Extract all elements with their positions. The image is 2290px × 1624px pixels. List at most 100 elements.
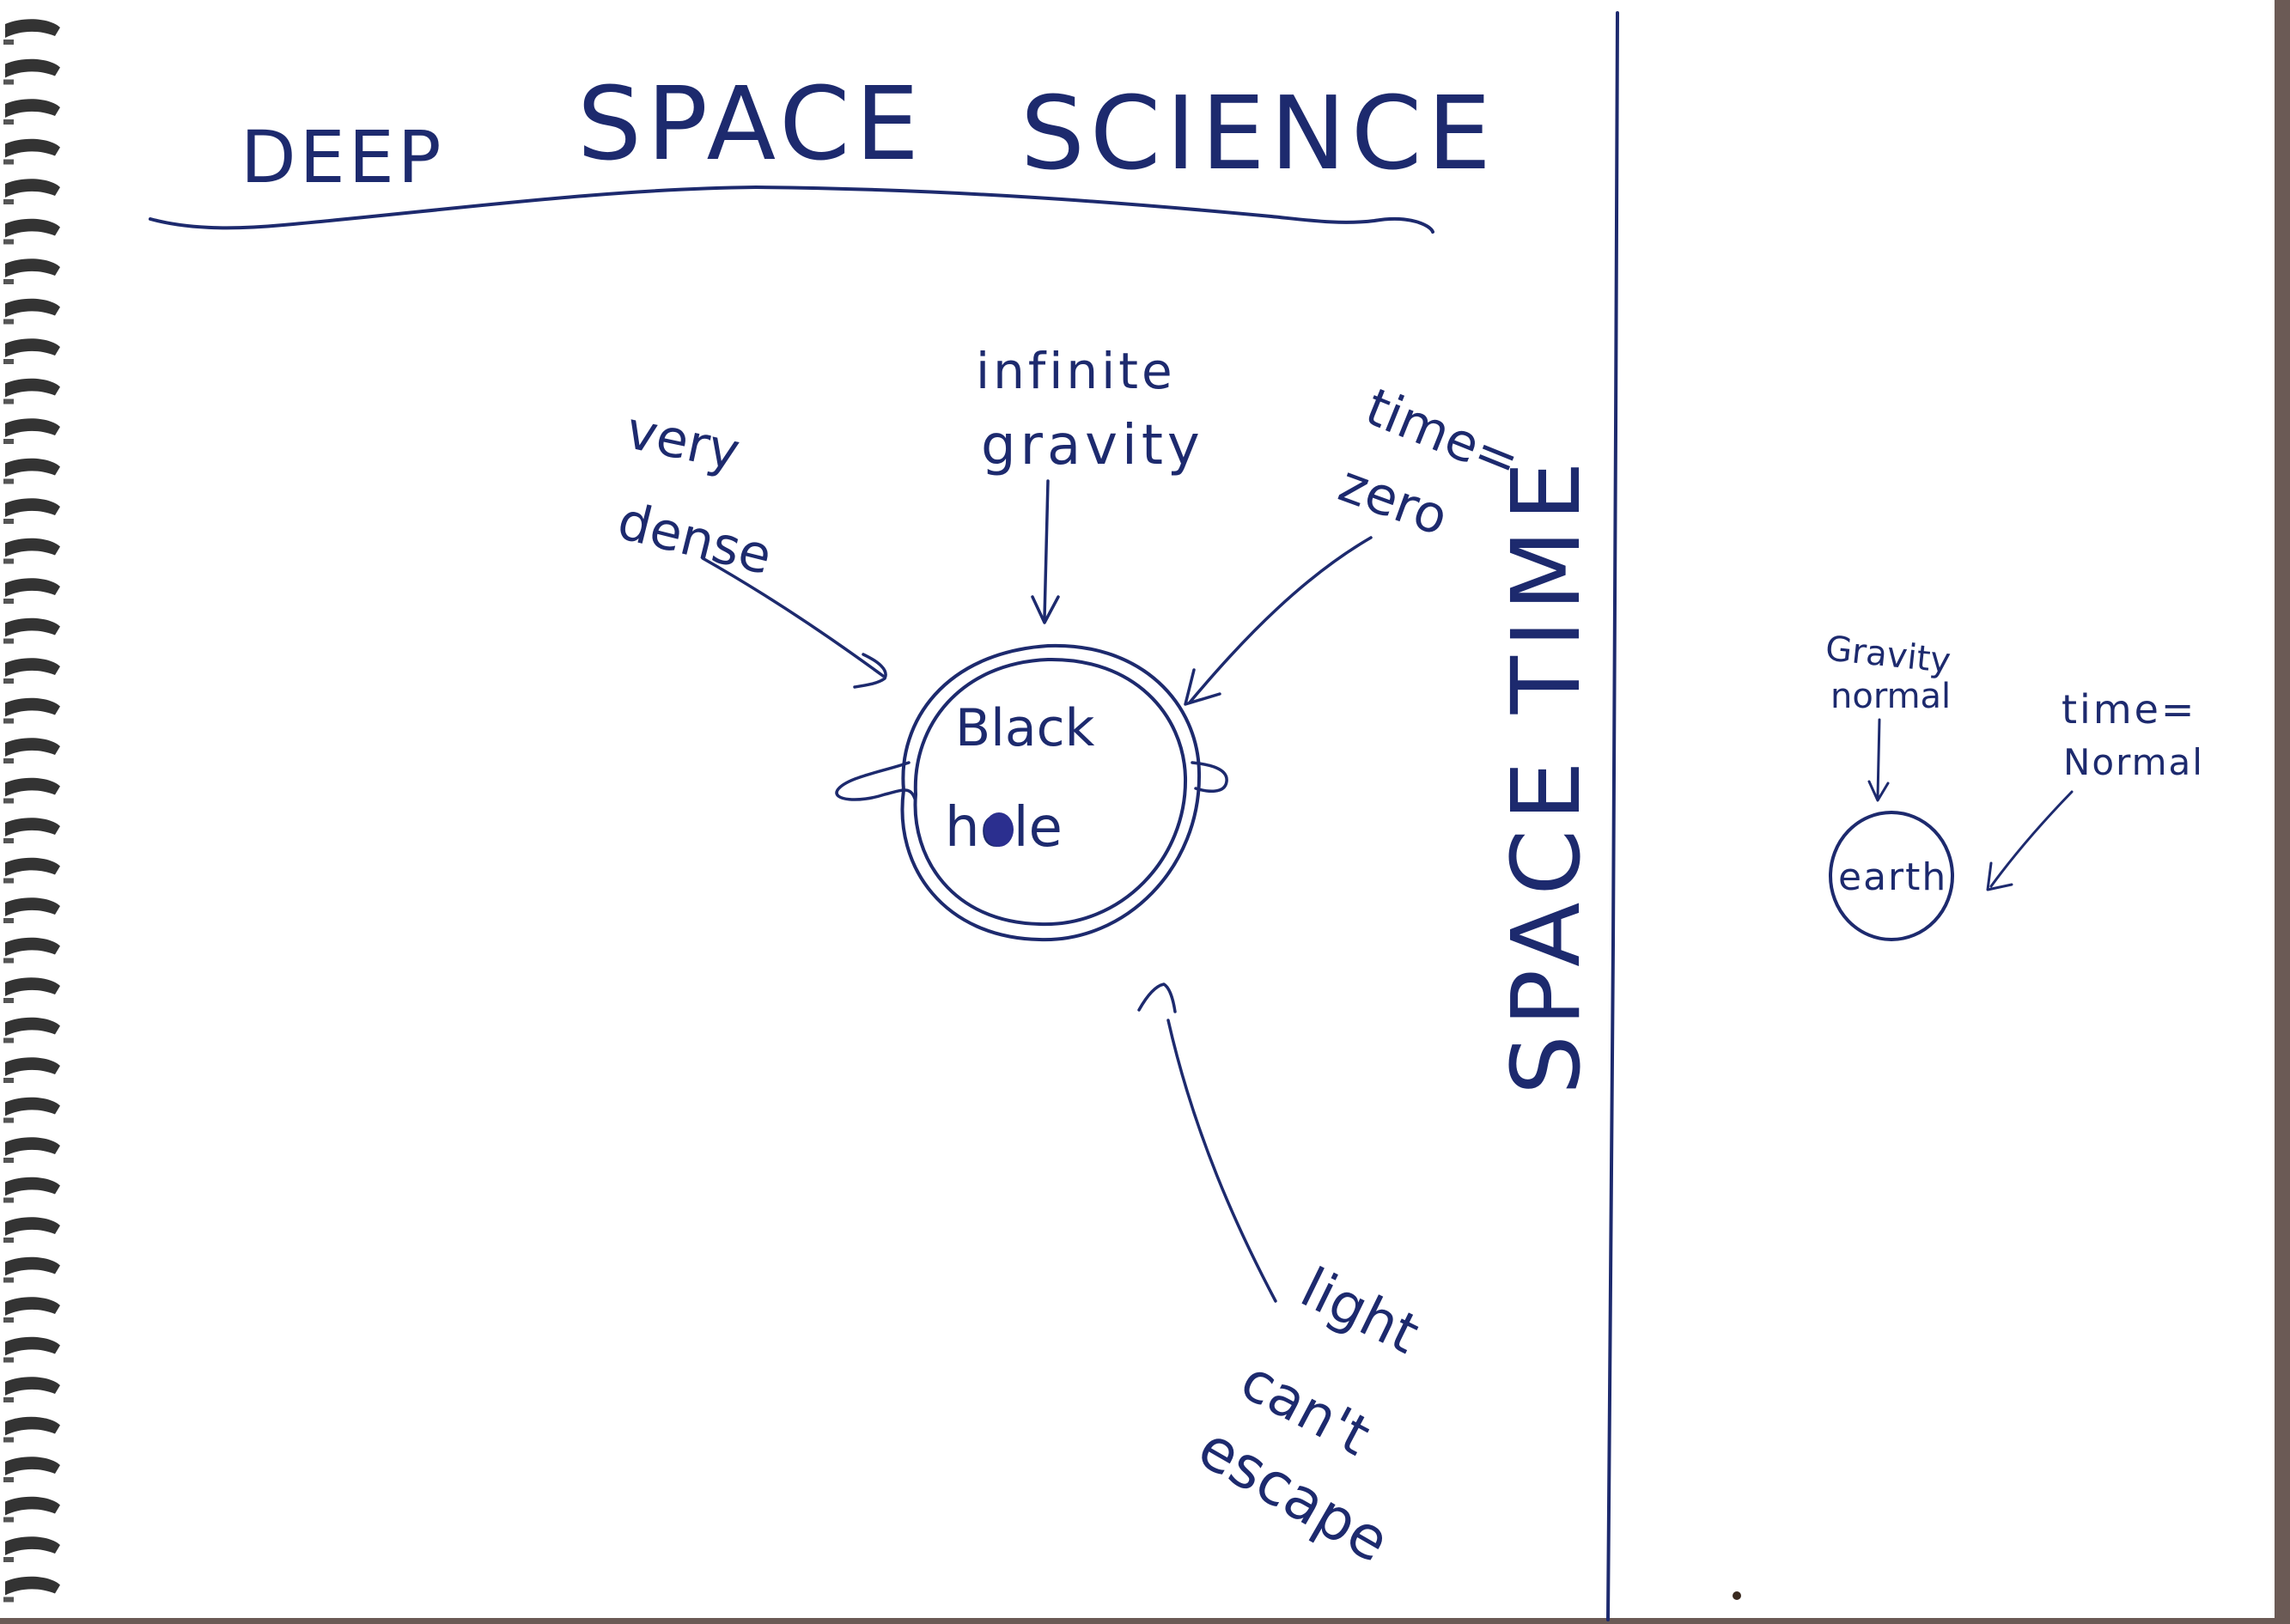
spiral-ring [5,99,60,118]
spiral-hole [3,958,14,964]
spiral-hole [3,838,14,843]
earth-label: earth [1838,855,1947,899]
spiral-hole [3,678,14,684]
earth-diagram: Gravity normal earth time= Normal [1824,629,2204,941]
spiral-hole [3,398,14,404]
spiral-ring [5,1057,60,1076]
spiral-ring [5,1457,60,1475]
spiral-ring [5,138,60,158]
spiral-ring [5,338,60,357]
ink-speck [1733,1591,1741,1600]
spiral-ring [5,1297,60,1316]
spiral-ring [5,179,60,198]
spiral-hole [3,239,14,245]
arrow-head-time-normal [1986,861,2013,891]
spiral-ring [5,977,60,996]
spiral-hole [3,1037,14,1043]
spiral-hole [3,359,14,364]
spiral-ring [5,19,60,38]
black-hole-ring [900,643,1202,942]
arrow-gravity-normal [1876,718,1881,799]
spiral-ring [5,218,60,238]
arrow-head-gravity-normal [1867,780,1890,802]
spiral-hole [3,1517,14,1523]
spiral-ring [5,458,60,477]
spiral-ring [5,1017,60,1037]
spiral-ring [5,1576,60,1596]
spiral-ring [5,617,60,637]
black-hole-label-black: Black [955,698,1095,758]
label-gravity: gravity [981,414,1204,477]
label-infinite: infinite [976,342,1176,400]
spiral-hole [3,119,14,125]
spiral-hole [3,1238,14,1243]
page-divider-line [1606,11,1619,1621]
spiral-ring [5,1217,60,1236]
arrow-light [1166,1019,1277,1303]
spiral-ring [5,1177,60,1196]
spiral-hole [3,439,14,444]
arrow-head-light [1137,982,1177,1013]
spiral-hole [3,199,14,204]
spiral-ring [5,897,60,916]
arrow-time-zero [1188,536,1373,704]
spiral-hole [3,79,14,85]
spiral-hole [3,918,14,923]
spiral-ring [5,738,60,757]
spiral-hole [3,40,14,45]
spiral-hole [3,558,14,564]
spiral-hole [3,1197,14,1203]
spiral-hole [3,1477,14,1482]
spiral-hole [3,519,14,524]
spiral-ring [5,298,60,318]
black-hole-left-lobe [835,761,917,801]
spiral-ring [5,418,60,437]
spiral-ring [5,1496,60,1516]
title-science: SCIENCE [1020,74,1496,192]
spiral-ring [5,1256,60,1276]
black-hole-diagram: Black hole [835,643,1228,942]
spiral-hole [3,1277,14,1283]
spiral-hole [3,599,14,604]
ink-dot-icon [984,812,1014,847]
spiral-ring [5,818,60,836]
spiral-ring [5,777,60,797]
arrow-head-time-zero [1184,668,1221,706]
label-time-normal-1: time= [2062,686,2196,733]
title-underline [149,186,1434,234]
spiral-hole [3,159,14,165]
arrow-infinite-gravity [1043,479,1050,620]
spiral-ring [5,538,60,557]
spiral-ring [5,697,60,717]
spiral-ring [5,578,60,597]
spiral-hole [3,1557,14,1562]
spiral-hole [3,1078,14,1083]
title-space: SPACE [577,64,924,183]
spiral-ring [5,378,60,398]
spiral-ring [5,1416,60,1436]
label-gravity-normal-2: normal [1830,677,1951,716]
spiral-ring [5,498,60,517]
arrow-very-dense [701,557,885,678]
spiral-hole [3,718,14,724]
black-hole-inner-ring [913,657,1188,927]
spiral-ring [5,1536,60,1555]
background-bottom [0,1618,2290,1624]
spiral-hole [3,1597,14,1603]
arrow-time-normal [1989,790,2074,888]
spiral-ring [5,259,60,277]
background-edge [2275,0,2290,1624]
spiral-hole [3,798,14,804]
spiral-hole [3,1317,14,1323]
spiral-ring [5,658,60,677]
label-time-normal-2: Normal [2063,741,2204,783]
spiral-ring [5,1137,60,1156]
spiral-ring [5,1336,60,1356]
arrow-head-very-dense [853,653,887,689]
spiral-hole [3,638,14,644]
black-hole-right-lobe [1191,761,1228,793]
label-space-time: SPACE TIME [1491,453,1601,1095]
spiral-ring [5,1097,60,1116]
